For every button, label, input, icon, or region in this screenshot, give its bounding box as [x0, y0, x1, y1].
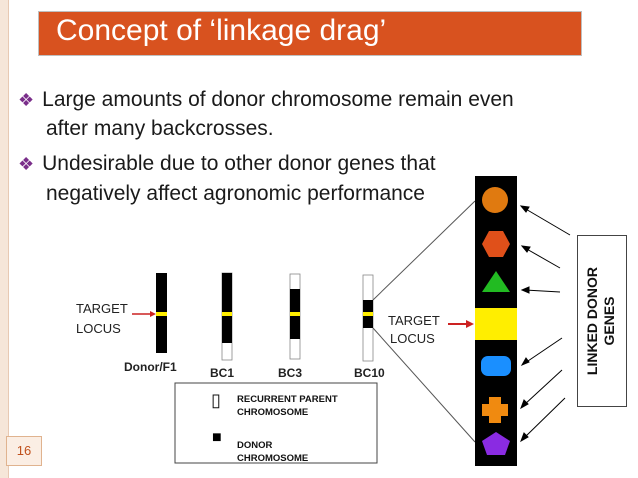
zoomed-chromosome	[475, 176, 517, 466]
chromosome-bc1	[221, 272, 233, 361]
donor-legend-icon: ■	[212, 429, 222, 446]
label-bc1: BC1	[210, 366, 235, 380]
legend-recurrent-line1: RECURRENT PARENT	[237, 394, 338, 405]
hexagon-gene-icon	[482, 231, 510, 257]
label-donor-f1: Donor/F1	[124, 360, 177, 374]
linked-donor-genes-box	[577, 235, 627, 407]
zoom-line-top	[372, 200, 476, 301]
legend-donor-text: DONOR CHROMOSOME	[237, 439, 308, 465]
bullet-1: ❖ Large amounts of donor chromosome remai…	[18, 86, 514, 114]
target-locus-right-line1: TARGET	[388, 313, 440, 328]
side-label-line1: LINKED DONOR	[584, 266, 600, 376]
left-accent-bar	[0, 0, 9, 478]
diamond-bullet-icon: ❖	[18, 154, 35, 174]
chromosome-donor-f1	[156, 273, 167, 353]
target-arrow-left-head	[150, 311, 156, 317]
circle-gene-icon	[482, 187, 508, 213]
diamond-bullet-icon: ❖	[18, 90, 35, 110]
cross-gene-icon	[482, 397, 508, 423]
legend-recurrent-text: RECURRENT PARENT CHROMOSOME	[237, 393, 338, 419]
side-label-line2: GENES	[601, 296, 617, 346]
gene-pointer-arrows	[519, 205, 571, 443]
legend-recurrent-line2: CHROMOSOME	[237, 407, 309, 418]
label-bc10: BC10	[354, 366, 385, 380]
bullet-2: ❖ Undesirable due to other donor genes th…	[18, 150, 436, 178]
chromosome-bc10	[362, 274, 374, 362]
legend-donor-line2: CHROMOSOME	[237, 453, 309, 464]
target-locus-right-line2: LOCUS	[390, 331, 435, 346]
triangle-gene-icon	[482, 271, 510, 292]
bullet-1-text: Large amounts of donor chromosome remain…	[42, 88, 514, 111]
target-locus-block	[475, 308, 517, 340]
recurrent-legend-icon: ▯	[211, 390, 221, 410]
target-locus-left-line1: TARGET	[76, 301, 128, 316]
target-arrow-right-head	[466, 320, 474, 328]
zoom-line-bottom	[372, 327, 476, 443]
legend-box	[174, 382, 378, 464]
chromosome-bc3	[289, 273, 301, 360]
slide-title: Concept of ‘linkage drag’	[56, 14, 387, 47]
label-bc3: BC3	[278, 366, 303, 380]
slide-number: 16	[6, 436, 42, 466]
bullet-2-cont: negatively affect agronomic performance	[46, 182, 425, 205]
bullet-2-text: Undesirable due to other donor genes tha…	[42, 152, 436, 175]
legend-donor-line1: DONOR	[237, 440, 273, 451]
title-banner	[38, 11, 582, 56]
rounded-rect-gene-icon	[481, 356, 511, 376]
pentagon-gene-icon	[482, 432, 510, 455]
target-locus-left-line2: LOCUS	[76, 321, 121, 336]
linked-donor-genes-label: LINKED DONOR GENES	[584, 267, 618, 375]
bullet-1-cont: after many backcrosses.	[46, 117, 274, 140]
